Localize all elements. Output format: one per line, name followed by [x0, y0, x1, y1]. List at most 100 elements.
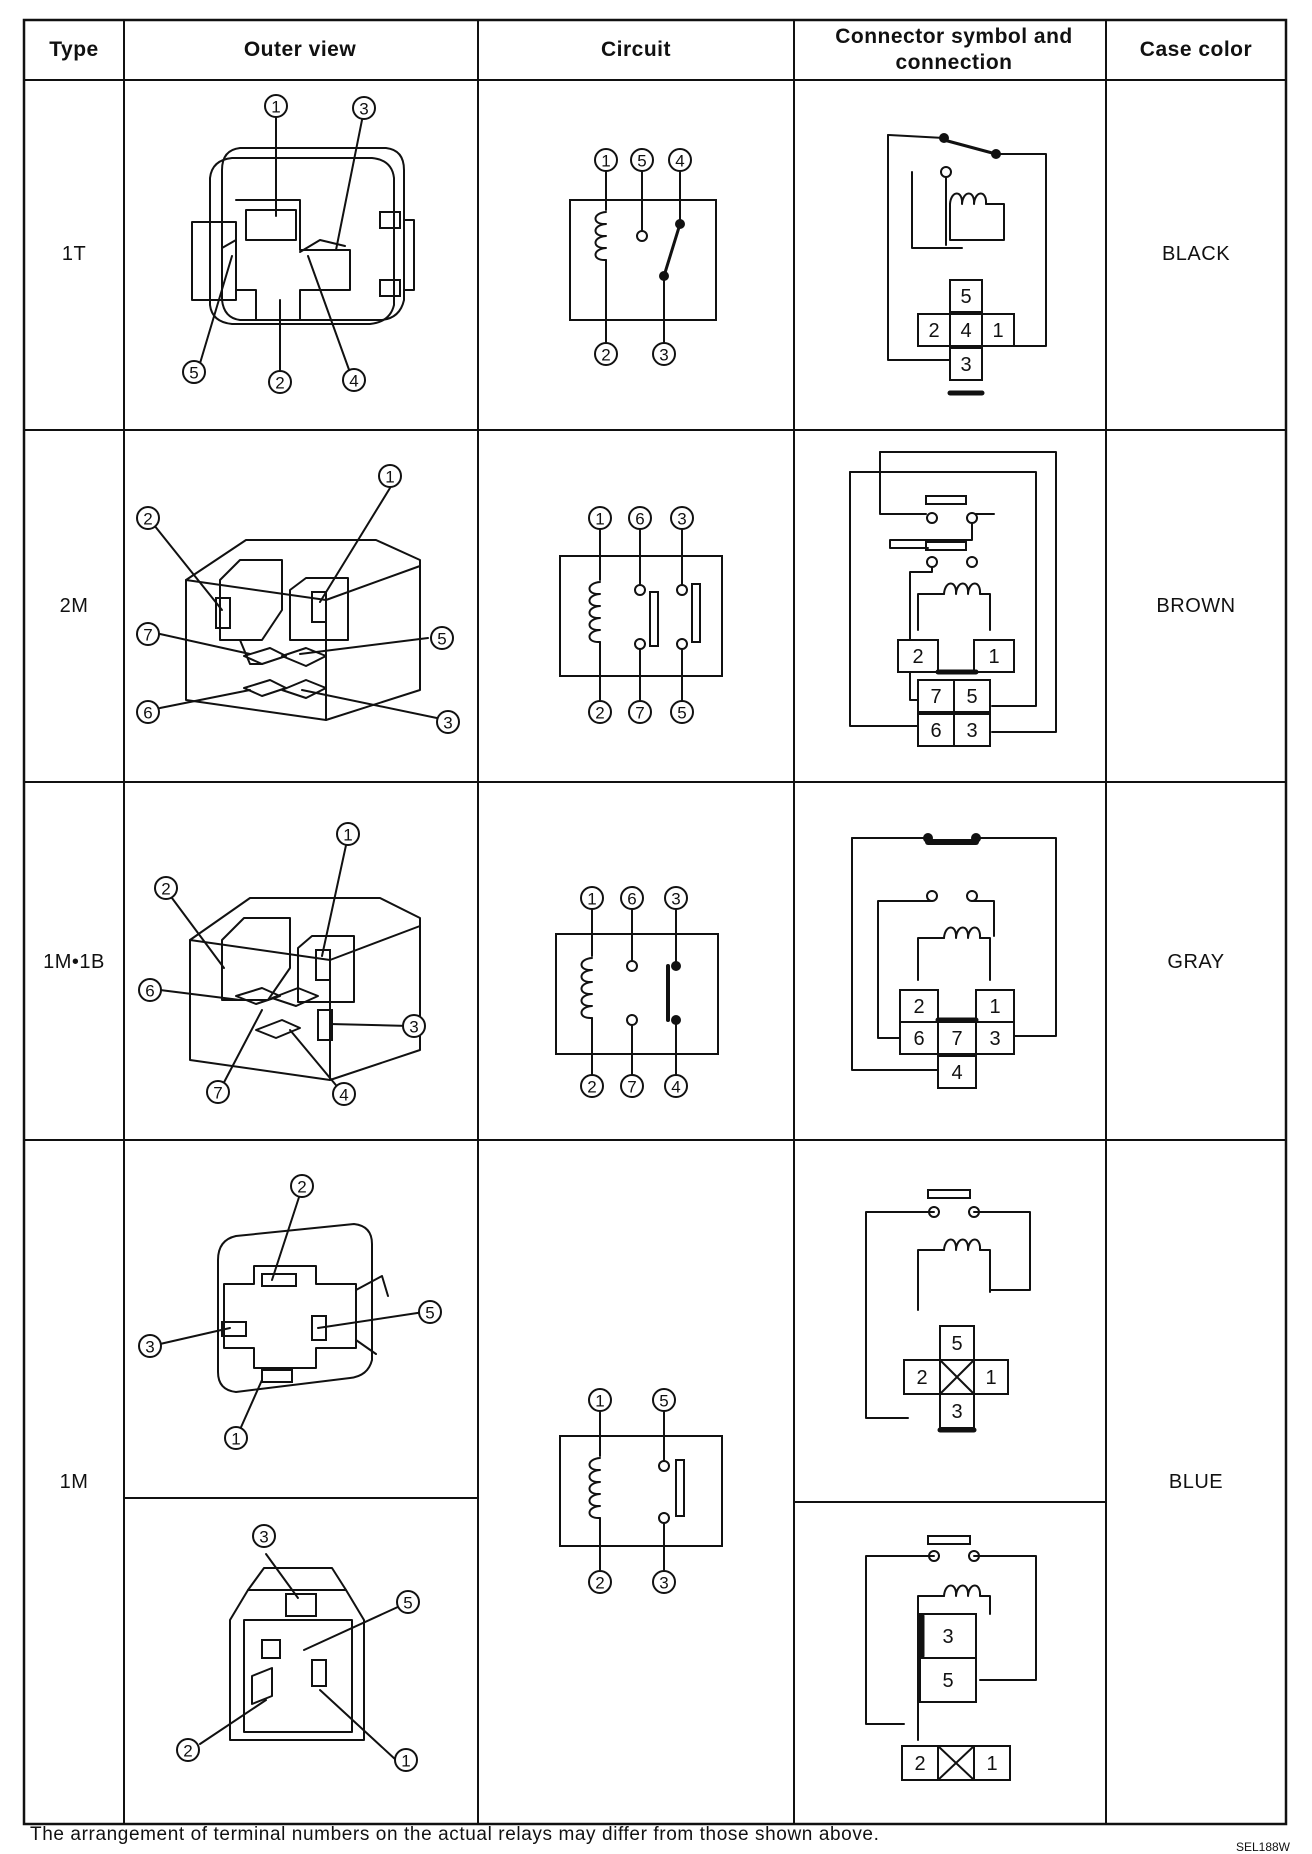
svg-text:3: 3	[359, 100, 368, 119]
terminal-label: 1	[264, 94, 288, 118]
connector-pin: 4	[949, 313, 983, 347]
connector-pin: 7	[917, 679, 955, 713]
svg-text:2: 2	[275, 374, 284, 393]
svg-text:5: 5	[403, 1594, 412, 1613]
connector-pin: 1	[973, 1745, 1011, 1781]
terminal-label: 6	[620, 886, 644, 910]
outer-view-1m-b: 3 5 2 1	[176, 1524, 420, 1772]
svg-text:3: 3	[145, 1338, 154, 1357]
terminal-label: 2	[290, 1174, 314, 1198]
connector-1m-a-x-cell	[939, 1359, 975, 1395]
case-color-black: BLACK	[1161, 242, 1231, 265]
svg-text:5: 5	[425, 1304, 434, 1323]
svg-text:3: 3	[960, 354, 971, 376]
terminal-label: 6	[136, 700, 160, 724]
svg-text:1: 1	[595, 510, 604, 529]
terminal-label: 2	[176, 1738, 200, 1762]
svg-text:2: 2	[601, 346, 610, 365]
case-color-gray: GRAY	[1167, 950, 1225, 973]
svg-text:2: 2	[916, 1367, 927, 1389]
terminal-label: 3	[652, 1570, 676, 1594]
circuit-2m: 1 6 3 2 7 5	[559, 506, 723, 724]
header-circuit: Circuit	[600, 38, 671, 61]
terminal-label: 4	[342, 368, 366, 392]
svg-text:5: 5	[677, 704, 686, 723]
connector-pin: 1	[973, 1359, 1009, 1395]
connector-1m-b-x-cell	[937, 1745, 975, 1781]
svg-text:3: 3	[259, 1528, 268, 1547]
terminal-label: 2	[154, 876, 178, 900]
svg-text:3: 3	[966, 720, 977, 742]
connector-pin: 3	[939, 1393, 975, 1429]
header-case-color: Case color	[1139, 38, 1253, 61]
connector-pin: 6	[899, 1021, 939, 1055]
terminal-label: 3	[352, 96, 376, 120]
connector-pin: 2	[899, 989, 939, 1023]
connector-pin: 3	[975, 1021, 1015, 1055]
connector-pin: 3	[949, 347, 983, 381]
terminal-label: 5	[396, 1590, 420, 1614]
connector-pin: 1	[973, 639, 1015, 673]
svg-text:5: 5	[960, 286, 971, 308]
terminal-label: 5	[418, 1300, 442, 1324]
figure-code: SEL188W	[1235, 1840, 1290, 1854]
svg-text:3: 3	[443, 714, 452, 733]
terminal-label: 3	[138, 1334, 162, 1358]
terminal-label: 2	[588, 1570, 612, 1594]
svg-text:5: 5	[189, 364, 198, 383]
svg-text:2: 2	[913, 996, 924, 1018]
terminal-label: 2	[580, 1074, 604, 1098]
terminal-label: 3	[402, 1014, 426, 1038]
connector-pin: 1	[981, 313, 1015, 347]
svg-text:7: 7	[635, 704, 644, 723]
connector-pin: 5	[949, 279, 983, 313]
terminal-label: 5	[670, 700, 694, 724]
svg-text:6: 6	[627, 890, 636, 909]
svg-text:6: 6	[635, 510, 644, 529]
terminal-label: 6	[628, 506, 652, 530]
type-2m: 2M	[59, 594, 89, 617]
svg-text:1: 1	[989, 996, 1000, 1018]
terminal-label: 3	[252, 1524, 276, 1548]
svg-text:1: 1	[988, 646, 999, 668]
svg-text:3: 3	[989, 1028, 1000, 1050]
svg-text:5: 5	[942, 1670, 953, 1692]
terminal-label: 3	[670, 506, 694, 530]
svg-text:1: 1	[343, 826, 352, 845]
terminal-label: 1	[394, 1748, 418, 1772]
connector-pin: 2	[897, 639, 939, 673]
terminal-label: 1	[224, 1426, 248, 1450]
svg-text:3: 3	[409, 1018, 418, 1037]
svg-text:3: 3	[659, 1574, 668, 1593]
type-1m1b: 1M•1B	[43, 950, 105, 973]
svg-text:4: 4	[675, 152, 684, 171]
svg-text:4: 4	[951, 1062, 962, 1084]
svg-text:1: 1	[231, 1430, 240, 1449]
terminal-label: 2	[588, 700, 612, 724]
header-connector: Connector symbol and connection	[835, 25, 1073, 74]
terminal-label: 7	[136, 622, 160, 646]
terminal-label: 2	[594, 342, 618, 366]
connector-pin: 5	[939, 1325, 975, 1361]
connector-pin: 7	[937, 1021, 977, 1055]
terminal-label: 7	[206, 1080, 230, 1104]
terminal-label: 3	[436, 710, 460, 734]
terminal-label: 5	[652, 1388, 676, 1412]
terminal-label: 1	[588, 506, 612, 530]
svg-text:3: 3	[671, 890, 680, 909]
case-color-blue: BLUE	[1168, 1470, 1224, 1493]
connector-pin: 2	[917, 313, 951, 347]
terminal-label: 1	[580, 886, 604, 910]
svg-text:6: 6	[145, 982, 154, 1001]
svg-text:5: 5	[659, 1392, 668, 1411]
table-grid	[22, 18, 1288, 1826]
terminal-label: 7	[620, 1074, 644, 1098]
terminal-label: 1	[378, 464, 402, 488]
svg-text:7: 7	[213, 1084, 222, 1103]
terminal-label: 5	[182, 360, 206, 384]
svg-text:2: 2	[143, 510, 152, 529]
svg-text:2: 2	[297, 1178, 306, 1197]
